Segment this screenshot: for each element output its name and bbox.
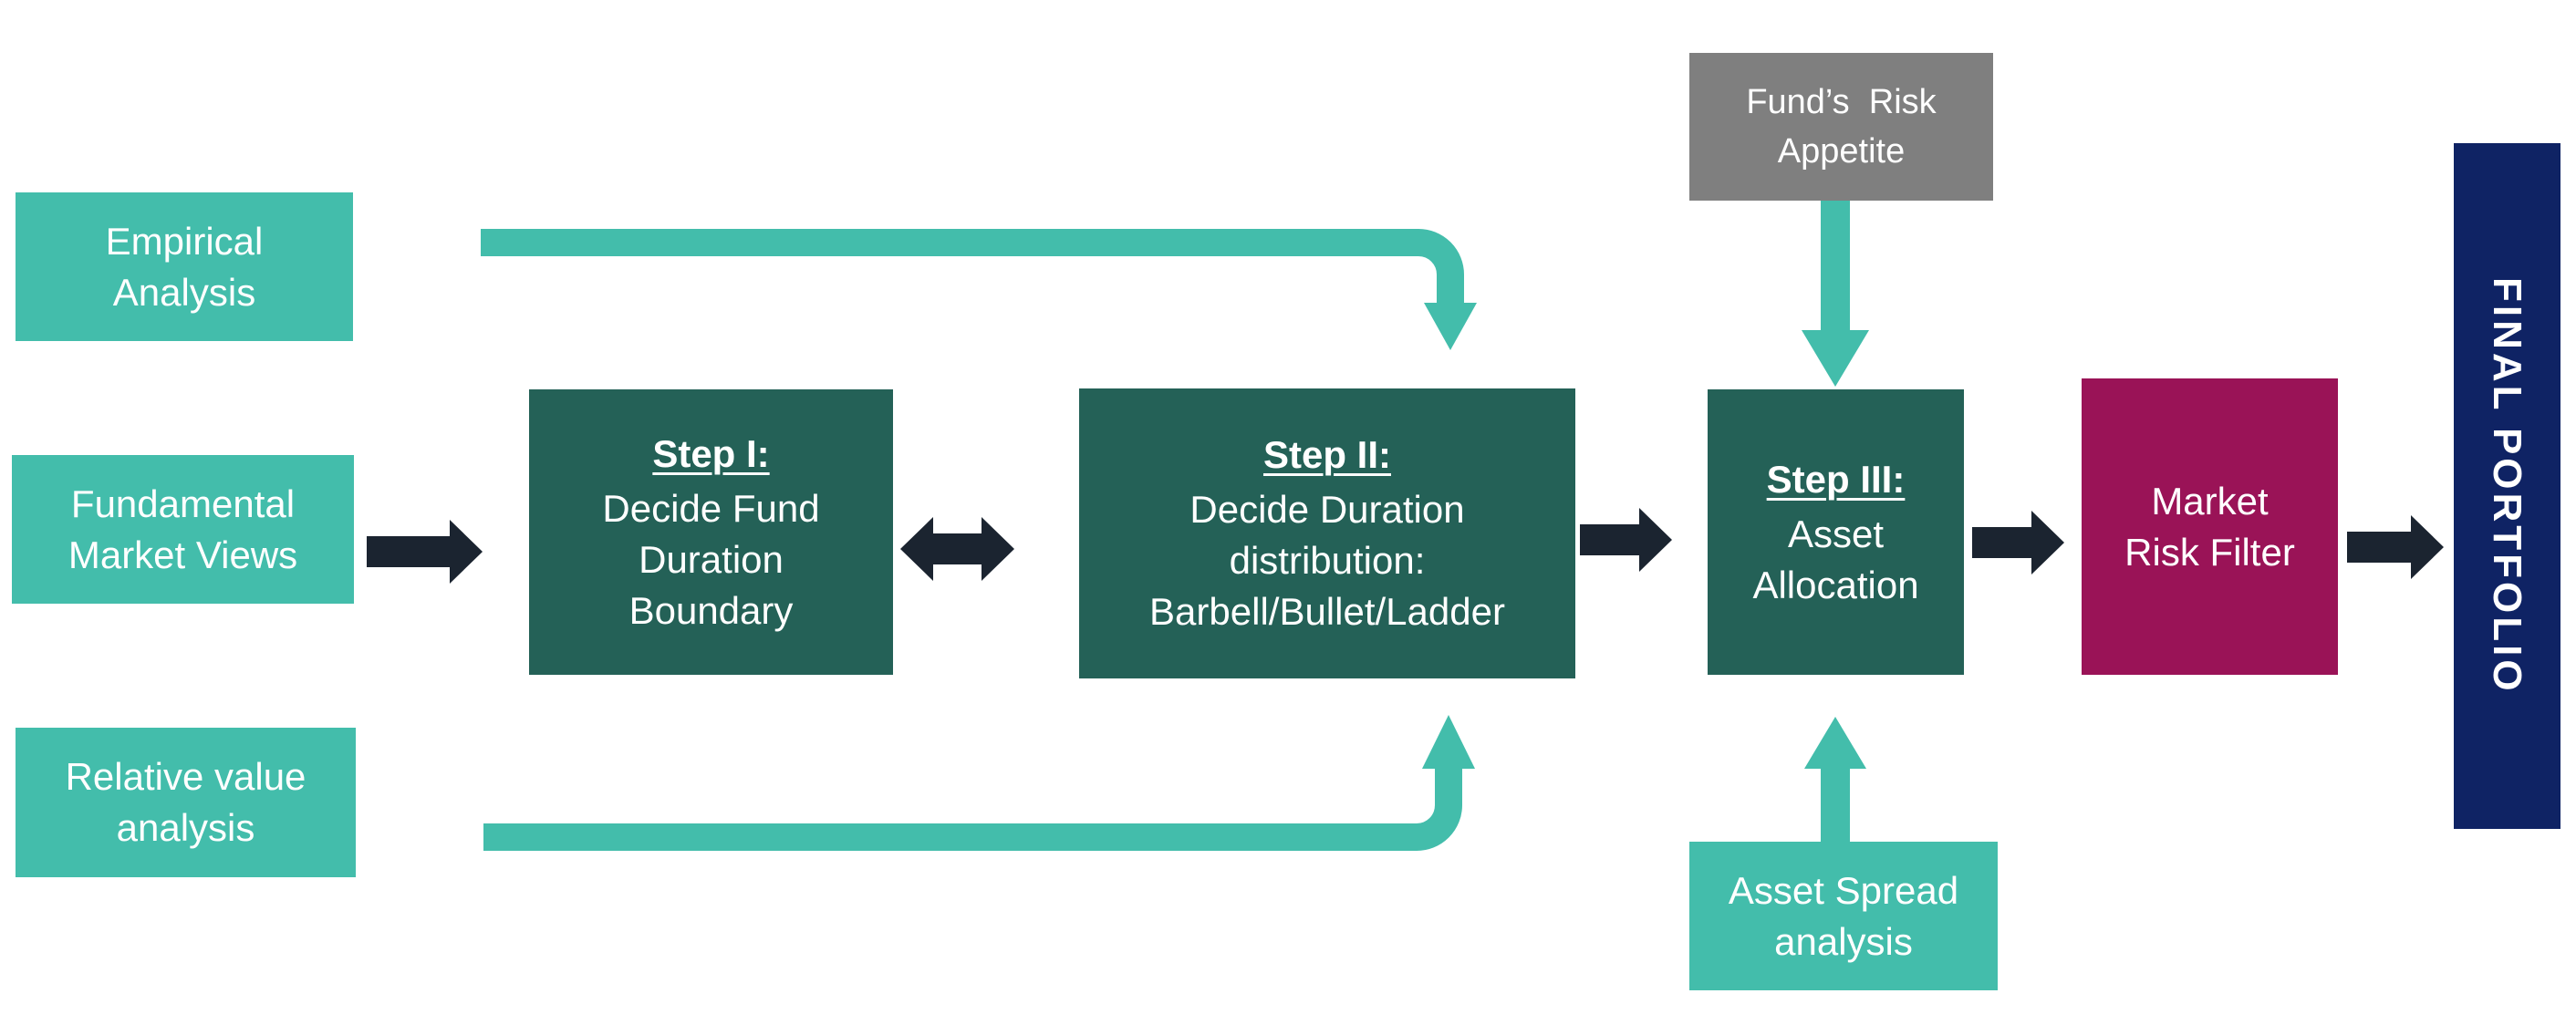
step1-line3: Boundary	[628, 588, 794, 632]
step1-title: Step I:	[652, 431, 770, 475]
fundamental-market-views-label-line2: Market Views	[68, 533, 298, 576]
elbow-arrow-relative-to-step2	[483, 767, 1462, 851]
empirical-analysis-box: Empirical Analysis	[16, 192, 353, 341]
asset-spread-analysis-label: Asset Spread	[1728, 868, 1959, 912]
asset-spread-analysis-label-line2: analysis	[1774, 919, 1913, 963]
up-arrow-asset-spread-to-step3	[1804, 717, 1866, 842]
step1-line2: Duration	[639, 537, 784, 581]
empirical-analysis-label-line2: Analysis	[112, 270, 256, 314]
arrow-market-risk-filter-to-final-portfolio	[2347, 515, 2444, 579]
funds-risk-appetite-label: Fund’s Risk	[1746, 83, 1937, 121]
step2-title: Step II:	[1262, 433, 1391, 476]
relative-value-analysis-label-line2: analysis	[116, 806, 255, 849]
arrow-step2-to-step3	[1580, 508, 1672, 572]
down-arrow-risk-appetite-to-step3	[1802, 201, 1869, 387]
step2-line1: Decide Duration	[1189, 488, 1465, 531]
elbow-arrow-empirical-to-step2	[481, 229, 1464, 305]
step2-line2: distribution:	[1229, 539, 1426, 582]
step3-title: Step III:	[1766, 457, 1906, 501]
fundamental-market-views-box: Fundamental Market Views	[12, 455, 354, 604]
market-risk-filter-box: Market Risk Filter	[2082, 378, 2338, 675]
asset-spread-analysis-box: Asset Spread analysis	[1689, 842, 1998, 990]
step3-line2: Allocation	[1752, 563, 1919, 606]
step1-line1: Decide Fund	[602, 486, 820, 530]
relative-value-analysis-box: Relative value analysis	[16, 728, 356, 877]
empirical-analysis-label: Empirical	[105, 219, 264, 263]
step2-box: Step II: Decide Duration distribution: B…	[1079, 388, 1575, 678]
funds-risk-appetite-label-line2: Appetite	[1777, 132, 1906, 171]
market-risk-filter-label: Market	[2151, 479, 2269, 523]
final-portfolio-label: FINAL PORTFOLIO	[2485, 277, 2529, 695]
step3-line1: Asset	[1787, 512, 1885, 555]
arrow-step3-to-market-risk-filter	[1972, 511, 2064, 574]
step3-box: Step III: Asset Allocation	[1708, 389, 1964, 675]
relative-value-analysis-label: Relative value	[65, 755, 306, 798]
market-risk-filter-label-line2: Risk Filter	[2124, 530, 2295, 574]
elbow-arrowhead-top	[1424, 303, 1477, 350]
step1-box: Step I: Decide Fund Duration Boundary	[529, 389, 893, 675]
step2-line3: Barbell/Bullet/Ladder	[1149, 590, 1505, 633]
elbow-arrowhead-bottom	[1422, 715, 1475, 769]
arrow-fundamental-to-step1	[367, 520, 483, 584]
double-arrow-step1-step2	[900, 517, 1014, 581]
fundamental-market-views-label: Fundamental	[70, 481, 296, 525]
final-portfolio-box: FINAL PORTFOLIO	[2454, 143, 2560, 829]
funds-risk-appetite-box: Fund’s Risk Appetite	[1689, 53, 1993, 201]
